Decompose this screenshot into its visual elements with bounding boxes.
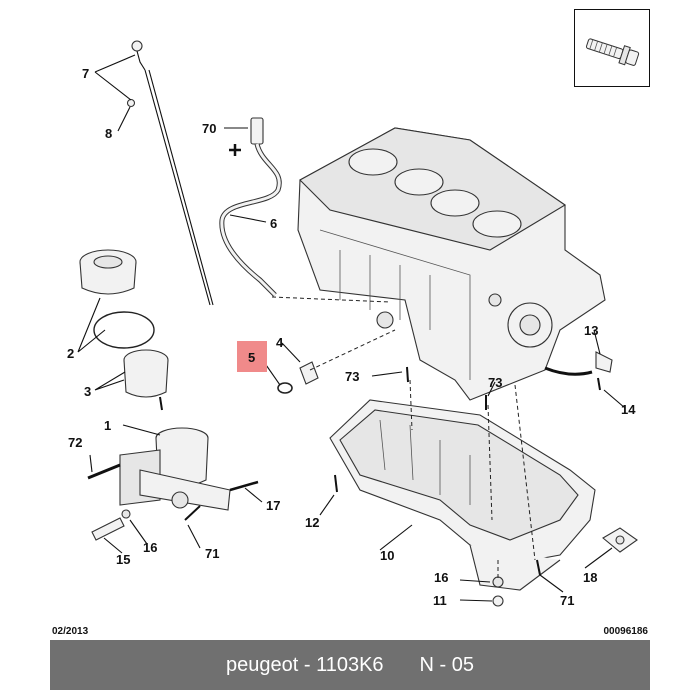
date-label: 02/2013 bbox=[52, 626, 89, 637]
label-16-right: 16 bbox=[434, 570, 448, 585]
plug-seal bbox=[277, 361, 319, 394]
drawing-code: 00096186 bbox=[603, 626, 649, 637]
bolt-icon bbox=[585, 38, 640, 66]
label-4: 4 bbox=[276, 335, 284, 350]
label-10: 10 bbox=[380, 548, 394, 563]
oil-pan bbox=[329, 399, 596, 607]
label-2: 2 bbox=[67, 346, 74, 361]
label-15: 15 bbox=[116, 552, 130, 567]
label-1: 1 bbox=[104, 418, 111, 433]
label-13: 13 bbox=[584, 323, 598, 338]
oil-filter bbox=[79, 249, 169, 411]
label-5-highlight bbox=[237, 341, 267, 372]
label-17: 17 bbox=[266, 498, 280, 513]
label-6: 6 bbox=[270, 216, 277, 231]
label-11: 11 bbox=[433, 593, 447, 608]
engine-block bbox=[297, 127, 606, 401]
label-3: 3 bbox=[84, 384, 91, 399]
label-14: 14 bbox=[621, 402, 636, 417]
inset-box bbox=[574, 9, 650, 87]
filter-housing bbox=[87, 427, 259, 521]
label-72: 72 bbox=[68, 435, 82, 450]
dipstick-tube bbox=[219, 117, 282, 297]
separator: - bbox=[303, 653, 311, 676]
label-12: 12 bbox=[305, 515, 319, 530]
label-71-left: 71 bbox=[205, 546, 219, 561]
bracket bbox=[602, 527, 638, 553]
label-73-left: 73 bbox=[345, 369, 359, 384]
part-reference: peugeot - 1103K6 bbox=[226, 654, 384, 677]
label-70: 70 bbox=[202, 121, 216, 136]
breather-pipe bbox=[544, 351, 613, 391]
label-8: 8 bbox=[105, 126, 112, 141]
label-5: 5 bbox=[248, 350, 255, 365]
footer-bar: peugeot - 1103K6 N - 05 bbox=[50, 640, 650, 690]
label-18: 18 bbox=[583, 570, 597, 585]
label-16-left: 16 bbox=[143, 540, 157, 555]
label-7: 7 bbox=[82, 66, 89, 81]
oil-sensor bbox=[91, 509, 131, 541]
part-number: 1103K6 bbox=[316, 653, 384, 676]
label-71-right: 71 bbox=[560, 593, 574, 608]
brand-name: peugeot bbox=[225, 653, 299, 676]
dipstick bbox=[126, 40, 214, 306]
page-code: N - 05 bbox=[419, 653, 475, 676]
label-73-right: 73 bbox=[488, 375, 502, 390]
